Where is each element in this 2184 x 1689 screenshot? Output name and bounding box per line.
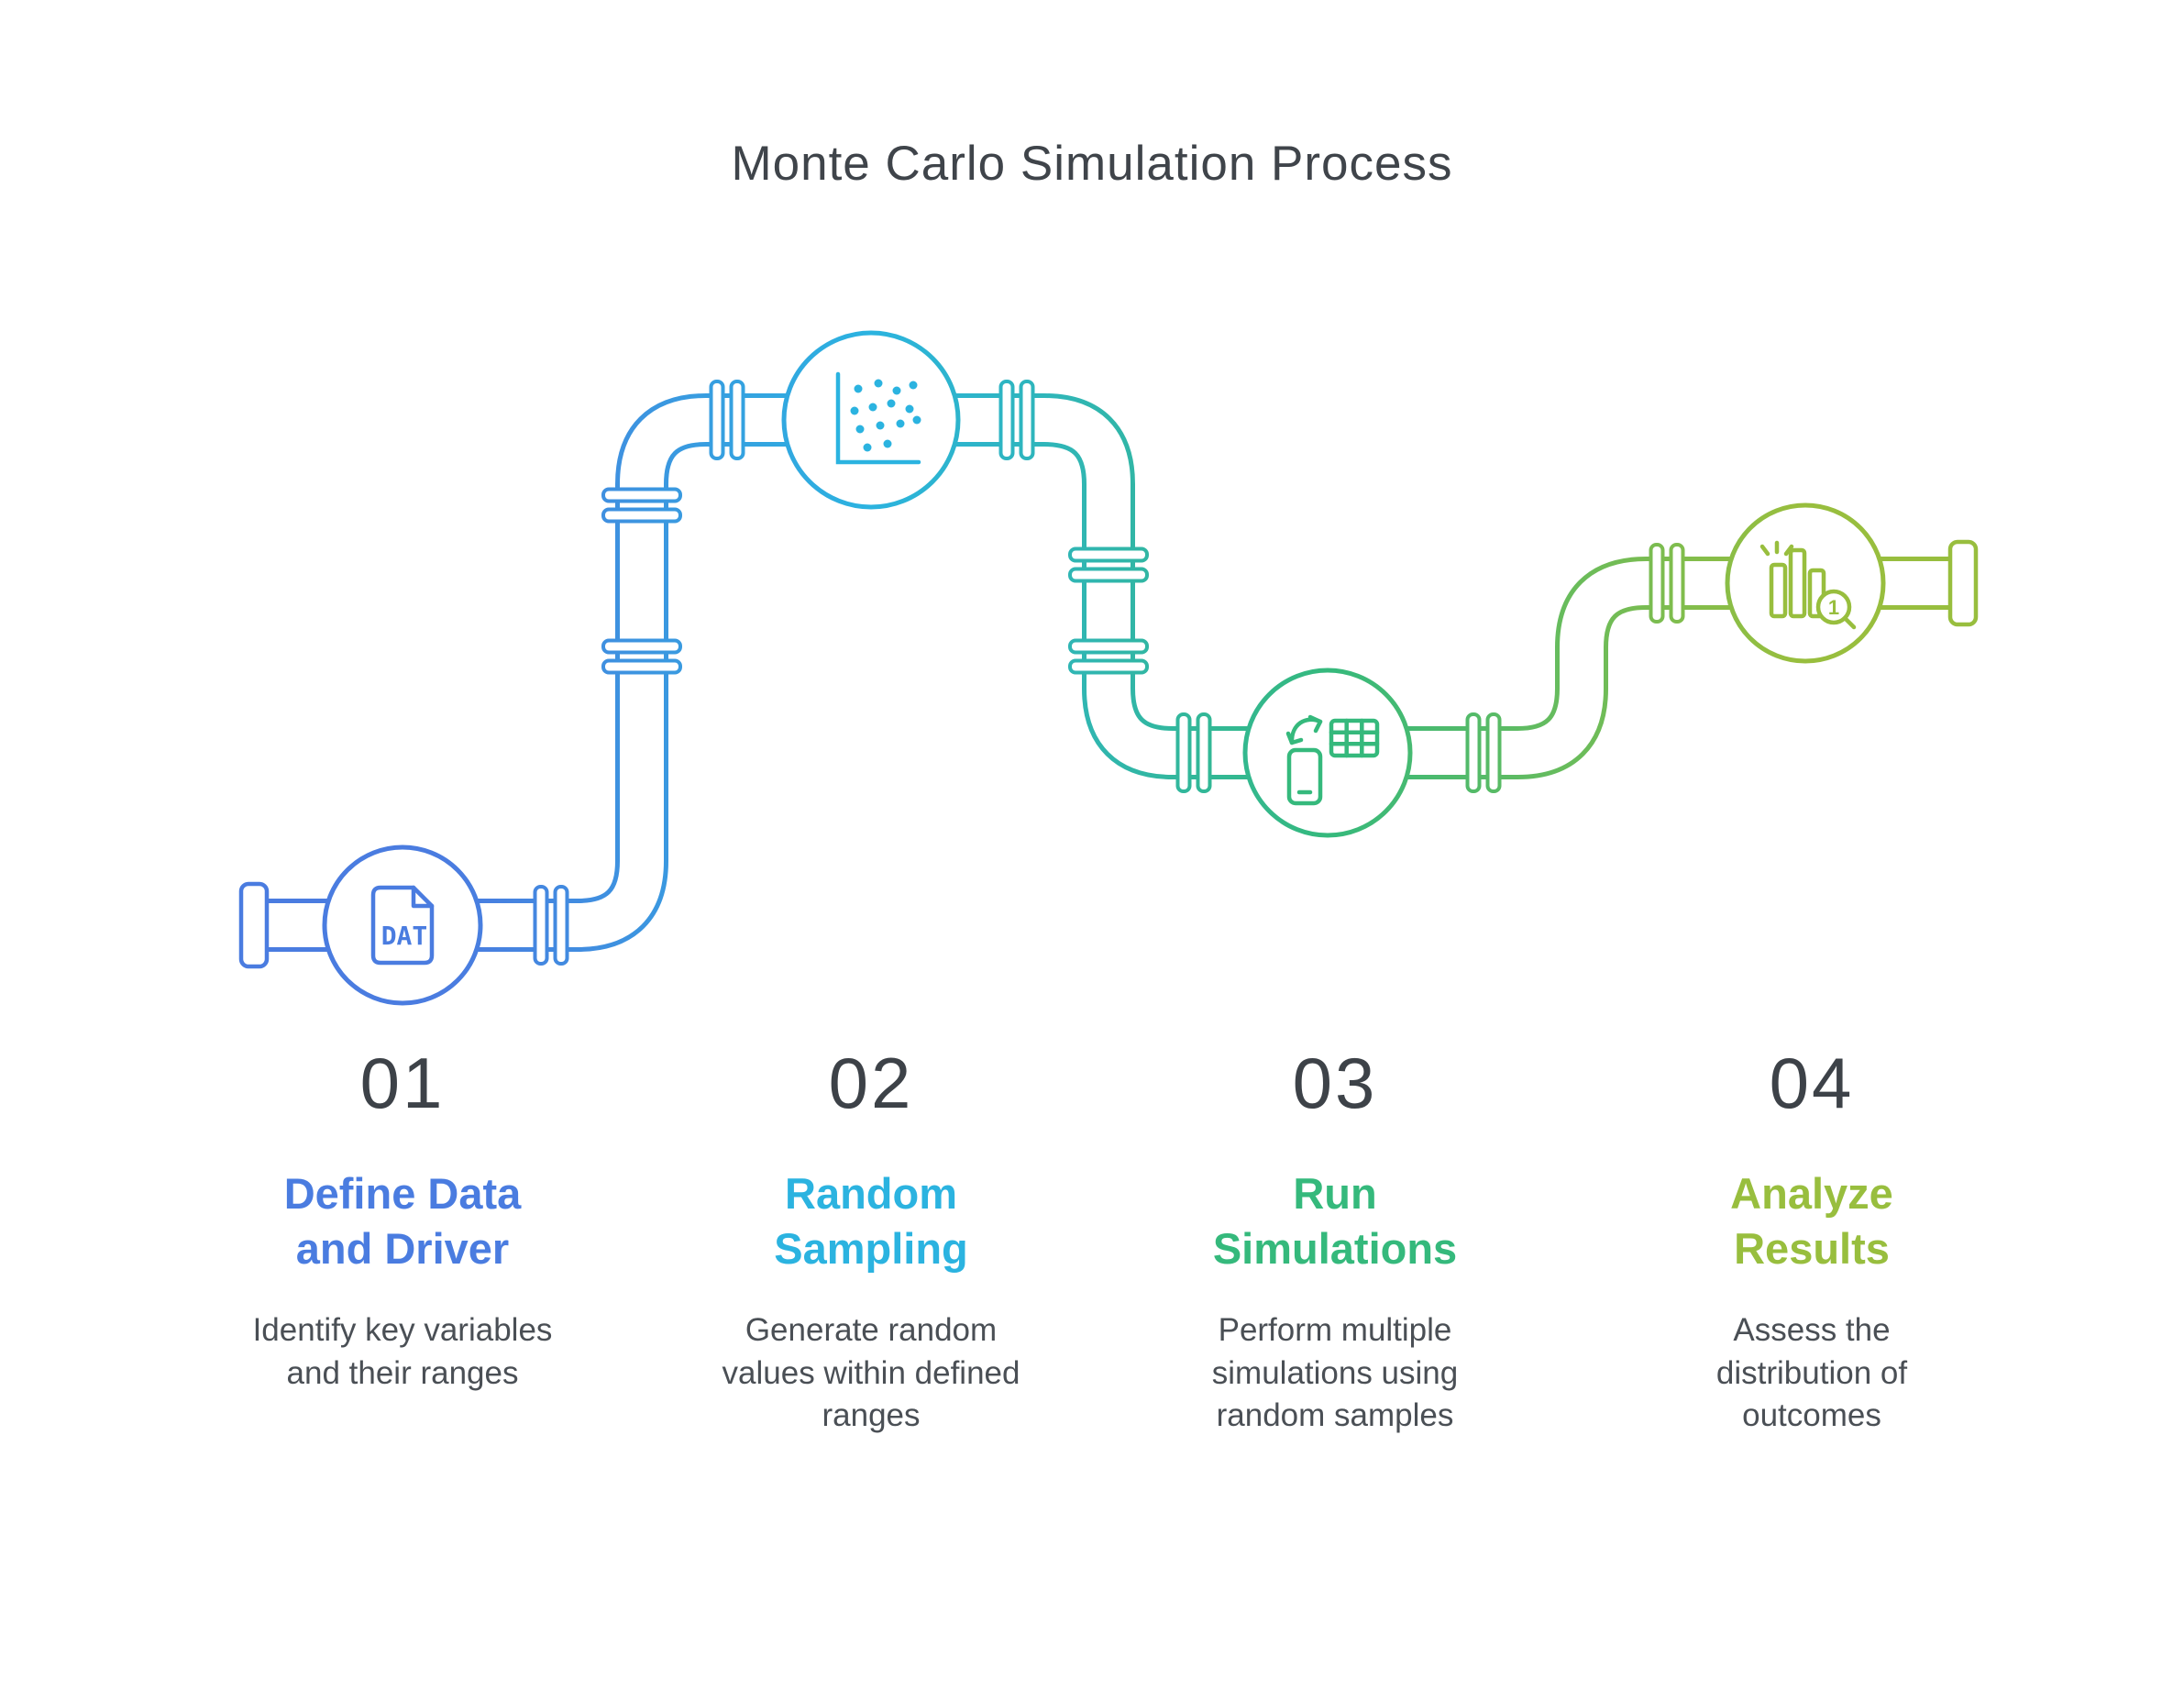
- coupling-ring: [601, 638, 682, 655]
- coupling-ring: [709, 380, 725, 460]
- step-title-line: Analyze: [1730, 1169, 1893, 1218]
- step-title-line: Random: [785, 1169, 957, 1218]
- step-description-line: Perform multiple: [1218, 1312, 1452, 1349]
- step-description: Perform multiple simulations using rando…: [1115, 1309, 1555, 1438]
- step-description-line: ranges: [822, 1397, 921, 1434]
- diagram-title: Monte Carlo Simulation Process: [731, 137, 1453, 191]
- coupling-ring: [1485, 712, 1502, 793]
- step-description: Assess the distribution of outcomes: [1592, 1309, 2032, 1438]
- step-title: Analyze Results: [1592, 1166, 2032, 1276]
- coupling-ring: [601, 658, 682, 675]
- dat-file-icon: [370, 885, 435, 966]
- step-description-line: distribution of: [1715, 1354, 1908, 1391]
- station-random-sampling: [781, 330, 961, 510]
- step-description-line: simulations using: [1211, 1354, 1459, 1391]
- step-title: Run Simulations: [1115, 1166, 1555, 1276]
- coupling-ring: [533, 885, 549, 966]
- coupling-ring: [998, 380, 1015, 460]
- step-description-line: Generate random: [745, 1312, 998, 1349]
- coupling-ring: [1649, 543, 1665, 624]
- station-analyze-results: 1: [1725, 502, 1886, 664]
- step-title-line: Run: [1293, 1169, 1377, 1218]
- step-number: 01: [359, 1043, 446, 1123]
- step-title-line: Sampling: [774, 1224, 968, 1274]
- pipe-couplings: [533, 380, 1685, 966]
- coupling-ring: [1068, 638, 1149, 655]
- coupling-ring: [1068, 567, 1149, 583]
- step-number: 03: [1292, 1043, 1378, 1123]
- station-circle: [322, 844, 483, 1006]
- step-title-line: and Driver: [295, 1224, 510, 1274]
- step-description-line: and their ranges: [286, 1354, 519, 1391]
- step-description-line: values within defined: [722, 1354, 1020, 1391]
- dat-file-label: DAT: [381, 921, 428, 951]
- coupling-ring: [601, 507, 682, 524]
- step-description-line: Assess the: [1733, 1312, 1891, 1349]
- step-title: Define Data and Driver: [182, 1166, 623, 1276]
- coupling-ring: [553, 885, 569, 966]
- station-circle: [781, 330, 961, 510]
- coupling-ring: [729, 380, 745, 460]
- coupling-ring: [1068, 658, 1149, 675]
- coupling-ring: [1068, 546, 1149, 563]
- step-description: Generate random values within defined ra…: [651, 1309, 1091, 1438]
- scatter-plot-dots: [850, 379, 921, 452]
- step-column-2: 02 Random Sampling Generate random value…: [651, 1047, 1091, 1438]
- pipe: [254, 393, 1963, 952]
- coupling-ring: [601, 487, 682, 503]
- coupling-ring: [1669, 543, 1685, 624]
- pipe-end-cap-right: [1947, 539, 1979, 627]
- step-number: 02: [828, 1043, 914, 1123]
- coupling-ring: [1175, 712, 1192, 793]
- step-column-3: 03 Run Simulations Perform multiple simu…: [1115, 1047, 1555, 1438]
- step-column-4: 04 Analyze Results Assess the distributi…: [1592, 1047, 2032, 1438]
- station-define-data: DAT: [322, 844, 483, 1006]
- scatter-plot-icon: [835, 371, 921, 465]
- device-sync-icon: [1285, 714, 1380, 806]
- coupling-ring: [1196, 712, 1212, 793]
- coupling-ring: [1019, 380, 1035, 460]
- coupling-ring: [1465, 712, 1482, 793]
- step-number: 04: [1769, 1043, 1855, 1123]
- step-title-line: Define Data: [283, 1169, 522, 1218]
- pipe-end-caps: [238, 539, 1979, 969]
- step-title-line: Results: [1734, 1224, 1890, 1274]
- step-description-line: outcomes: [1742, 1397, 1881, 1434]
- step-column-1: 01 Define Data and Driver Identify key v…: [182, 1047, 623, 1395]
- step-title: Random Sampling: [651, 1166, 1091, 1276]
- station-run-simulations: [1242, 668, 1413, 838]
- step-description-line: Identify key variables: [252, 1312, 553, 1349]
- chart-magnifier-icon: [1759, 540, 1857, 630]
- station-circle: [1242, 668, 1413, 838]
- step-description: Identify key variables and their ranges: [182, 1309, 623, 1395]
- step-description-line: random samples: [1216, 1397, 1454, 1434]
- pipe-inner: [254, 398, 1963, 947]
- pipe-end-cap-left: [238, 881, 270, 969]
- step-title-line: Simulations: [1212, 1224, 1458, 1274]
- magnifier-badge: 1: [1828, 596, 1839, 619]
